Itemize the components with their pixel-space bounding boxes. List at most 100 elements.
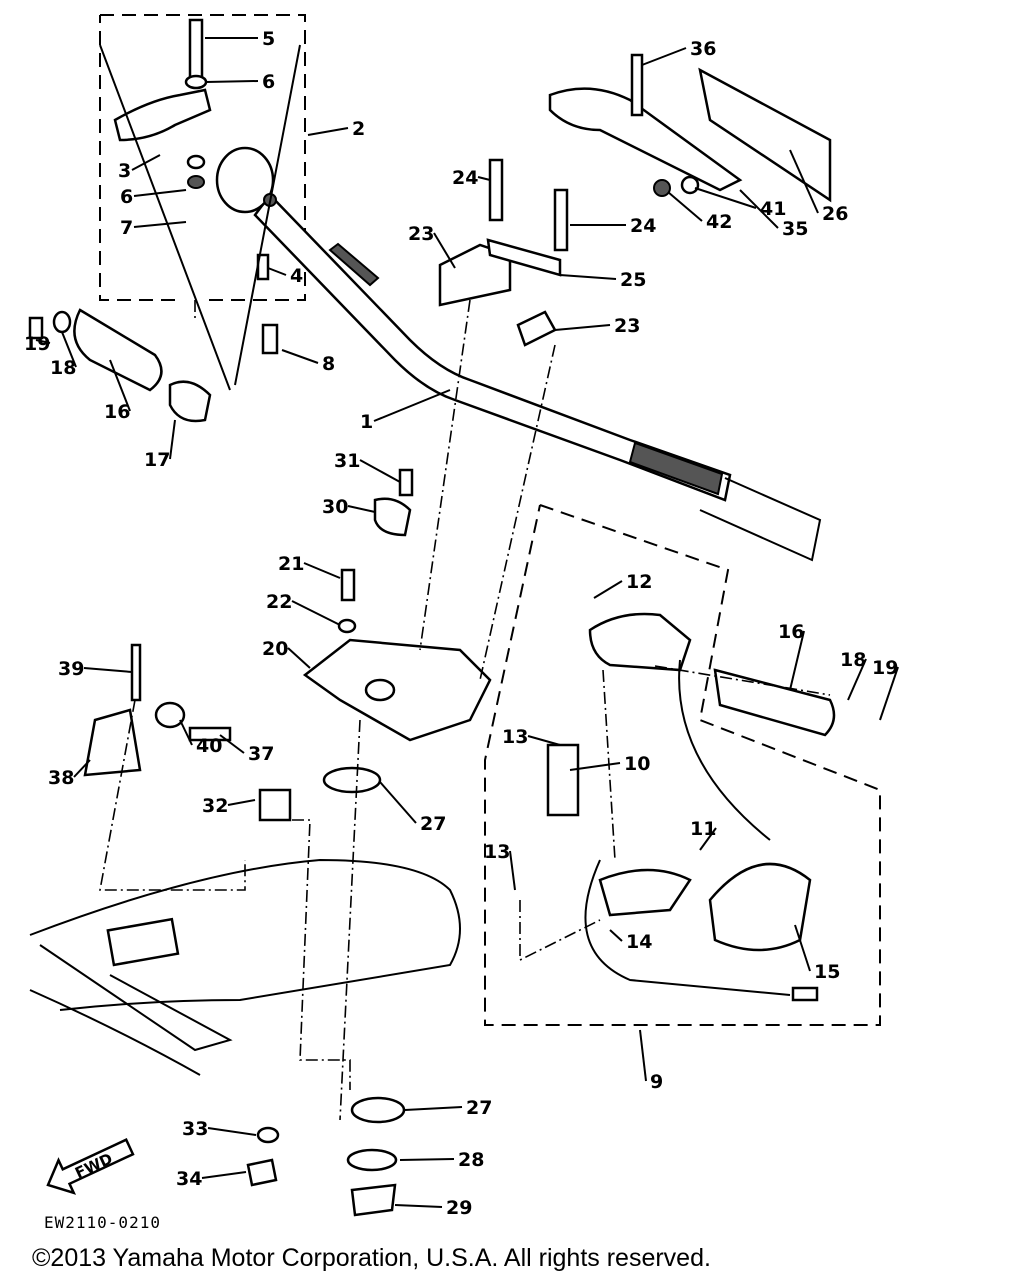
leader-line	[641, 47, 687, 66]
leader-line	[509, 850, 516, 891]
leader-line	[61, 331, 77, 368]
part-callout-27: 27	[466, 1097, 492, 1119]
part-callout-21: 21	[278, 553, 304, 575]
leader-line	[207, 1127, 257, 1136]
leader-line	[794, 924, 811, 972]
leader-line	[287, 647, 311, 669]
leader-line	[205, 80, 259, 83]
leader-line	[847, 658, 867, 701]
leader-line	[527, 735, 561, 746]
leader-line	[667, 191, 703, 222]
part-callout-13: 13	[484, 841, 510, 863]
leader-line	[281, 349, 319, 364]
part-callout-41: 41	[760, 198, 786, 220]
leader-line	[307, 127, 349, 136]
part-callout-24: 24	[630, 215, 656, 237]
part-callout-29: 29	[446, 1197, 472, 1219]
part-callout-23: 23	[408, 223, 434, 245]
part-callout-3: 3	[118, 160, 131, 182]
leader-line	[879, 666, 899, 721]
leader-line	[109, 359, 131, 412]
leader-line	[303, 562, 341, 579]
part-callout-28: 28	[458, 1149, 484, 1171]
part-callout-26: 26	[822, 203, 848, 225]
part-callout-20: 20	[262, 638, 288, 660]
part-callout-16: 16	[778, 621, 804, 643]
part-callout-7: 7	[120, 217, 133, 239]
leader-line	[404, 1106, 463, 1111]
parts-diagram: FWD EW2110-0210 562367419181617836263541…	[24, 14, 899, 1232]
part-callout-14: 14	[626, 931, 652, 953]
leader-line	[267, 267, 287, 276]
hull-deck	[29, 858, 461, 1076]
part-callout-19: 19	[872, 657, 898, 679]
part-callout-4: 4	[290, 265, 303, 287]
leader-line	[227, 799, 256, 806]
leader-line	[131, 154, 161, 171]
leader-line	[694, 187, 757, 209]
part-callout-6: 6	[120, 186, 133, 208]
part-callout-22: 22	[266, 591, 292, 613]
leader-line	[569, 762, 621, 771]
part-callout-42: 42	[706, 211, 732, 233]
leader-line	[477, 176, 491, 181]
part-callout-33: 33	[182, 1118, 208, 1140]
part-callout-32: 32	[202, 795, 228, 817]
diagram-code: EW2110-0210	[44, 1213, 161, 1232]
leader-line	[179, 719, 193, 746]
leader-line	[593, 580, 623, 599]
leader-line	[399, 1158, 455, 1161]
leader-line	[133, 221, 187, 228]
leader-line	[554, 324, 611, 331]
leader-line	[559, 274, 617, 280]
part-callout-27: 27	[420, 813, 446, 835]
leader-line	[201, 1171, 247, 1179]
leader-line	[83, 667, 133, 673]
leader-line	[699, 827, 717, 851]
leader-line	[789, 630, 805, 691]
part-callout-15: 15	[814, 961, 840, 983]
part-callout-39: 39	[58, 658, 84, 680]
part-callout-19: 19	[24, 333, 50, 355]
part-callout-38: 38	[48, 767, 74, 789]
part-callout-30: 30	[322, 496, 348, 518]
part-callout-37: 37	[248, 743, 274, 765]
leader-line	[219, 734, 245, 754]
part-callout-13: 13	[502, 726, 528, 748]
assembly-box-9	[484, 504, 881, 1026]
leader-line	[639, 1029, 647, 1082]
part-callout-34: 34	[176, 1168, 202, 1190]
leader-line	[789, 149, 819, 214]
part-callout-31: 31	[334, 450, 360, 472]
part-callout-18: 18	[840, 649, 866, 671]
leader-line	[609, 929, 623, 942]
leader-line	[373, 389, 451, 422]
leader-line	[433, 232, 456, 269]
part-callout-36: 36	[690, 38, 716, 60]
leader-line	[394, 1204, 443, 1208]
leader-line	[73, 759, 91, 778]
leader-line	[169, 419, 176, 460]
part-callout-23: 23	[614, 315, 640, 337]
part-callout-11: 11	[690, 818, 716, 840]
part-callout-18: 18	[50, 357, 76, 379]
part-callout-1: 1	[360, 411, 373, 433]
part-callout-12: 12	[626, 571, 652, 593]
part-callout-35: 35	[782, 218, 808, 240]
part-callout-10: 10	[624, 753, 650, 775]
part-callout-25: 25	[620, 269, 646, 291]
part-callout-5: 5	[262, 28, 275, 50]
leader-line	[359, 459, 401, 483]
leader-line	[133, 189, 187, 197]
part-callout-2: 2	[352, 118, 365, 140]
copyright-notice: ©2013 Yamaha Motor Corporation, U.S.A. A…	[32, 1244, 711, 1272]
part-callout-24: 24	[452, 167, 478, 189]
leader-line	[35, 339, 51, 344]
part-callout-16: 16	[104, 401, 130, 423]
fwd-arrow: FWD	[46, 1138, 135, 1195]
part-callout-9: 9	[650, 1071, 663, 1093]
leader-line	[739, 189, 779, 229]
part-callout-17: 17	[144, 449, 170, 471]
leader-line	[379, 781, 417, 824]
part-callout-8: 8	[322, 353, 335, 375]
